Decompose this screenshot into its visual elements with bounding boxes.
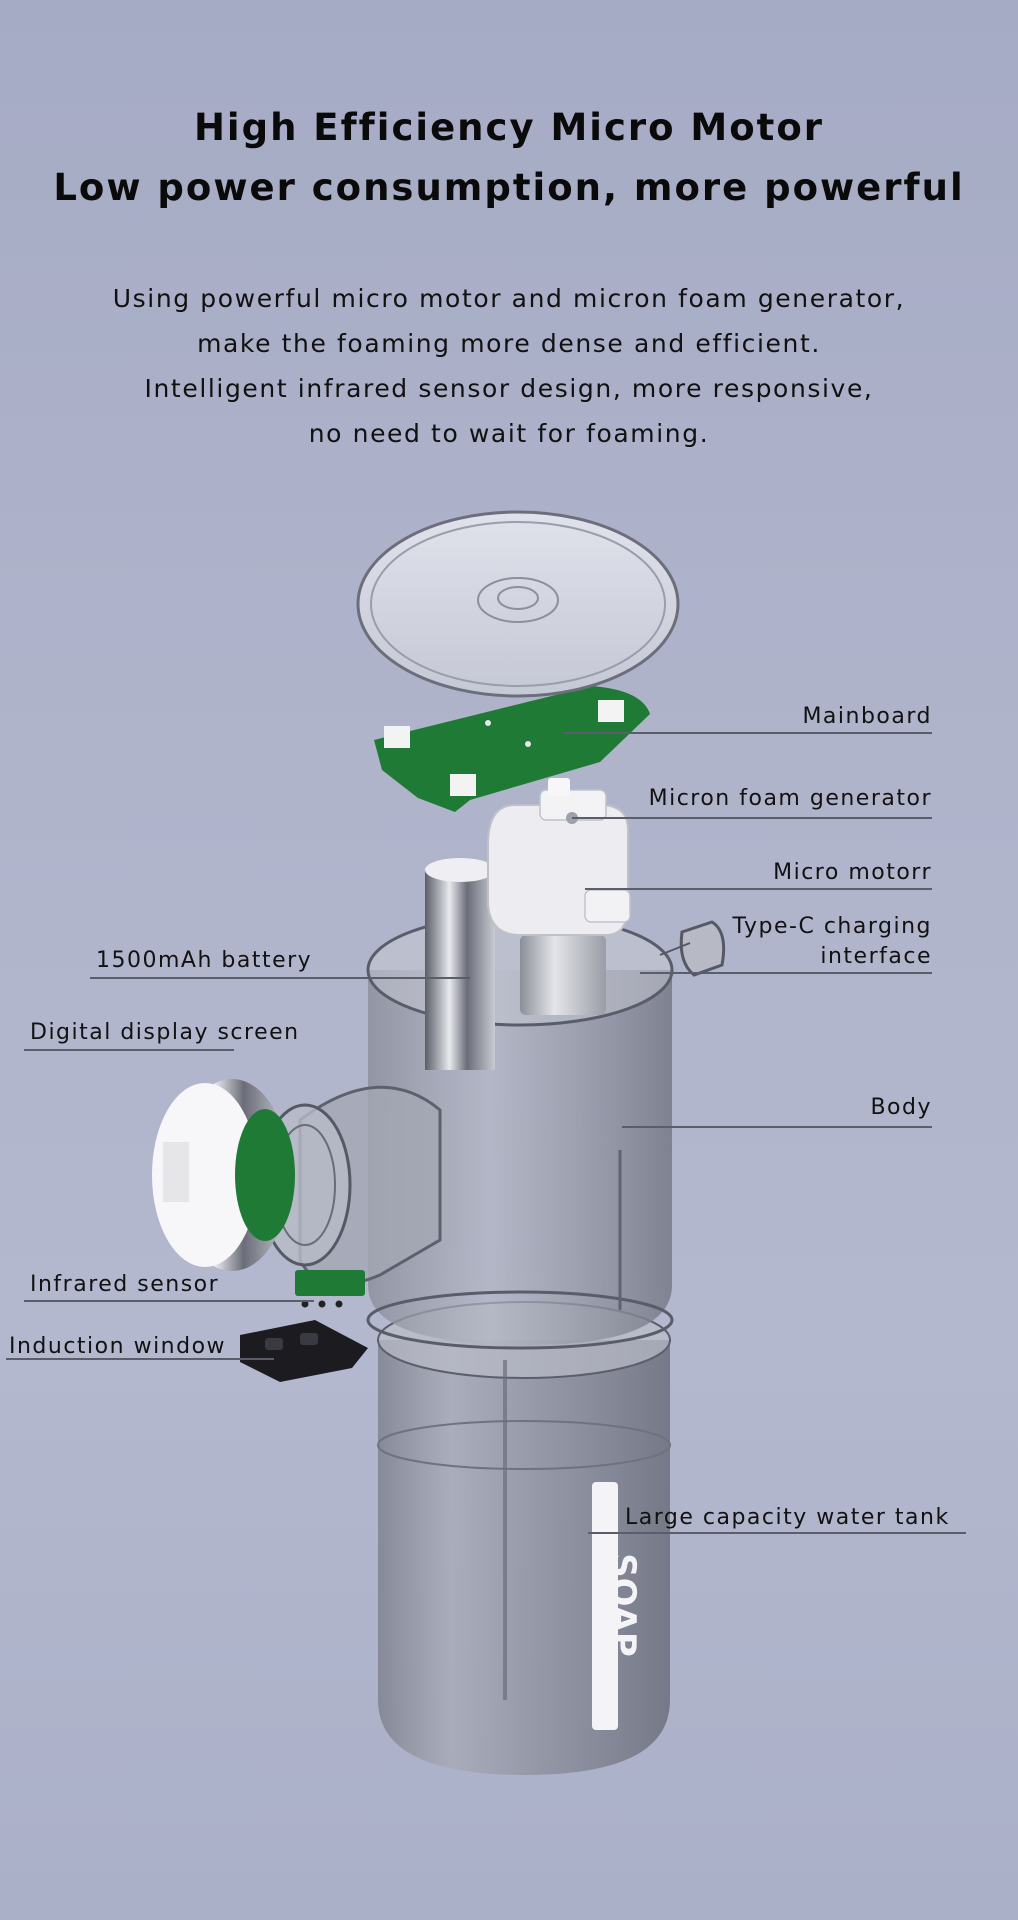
leader-line-type-c — [640, 972, 932, 974]
leader-line-body — [622, 1126, 932, 1128]
leader-line-micro-motor — [585, 888, 932, 890]
leader-line-battery — [90, 977, 470, 979]
leader-line-foam-generator — [572, 817, 932, 819]
headline-line-1: High Efficiency Micro Motor — [193, 106, 825, 149]
headline-line-2: Low power consumption, more powerful — [53, 166, 965, 209]
description-line-3: Intelligent infrared sensor design, more… — [144, 374, 874, 403]
leader-line-induction — [6, 1358, 274, 1360]
description-line-4: no need to wait for foaming. — [308, 419, 710, 448]
micron-foam-generator — [539, 778, 607, 824]
tank-soap-print: SOAP — [603, 1553, 643, 1657]
label-type-c-line-1: Type-C charging — [732, 914, 932, 939]
label-tank: Large capacity water tank — [625, 1505, 950, 1530]
mainboard-pcb — [374, 686, 650, 812]
battery — [425, 858, 495, 1070]
label-infrared: Infrared sensor — [30, 1272, 220, 1297]
infrared-sensor-board — [295, 1270, 365, 1308]
leader-line-tank — [588, 1532, 966, 1534]
description-line-1: Using powerful micro motor and micron fo… — [112, 284, 906, 313]
label-induction: Induction window — [9, 1334, 227, 1359]
label-display: Digital display screen — [30, 1020, 300, 1045]
leader-line-mainboard — [563, 732, 932, 734]
description-line-2: make the foaming more dense and efficien… — [197, 329, 821, 358]
label-battery: 1500mAh battery — [96, 948, 313, 973]
micro-motor — [487, 804, 631, 1015]
digital-display-disc — [152, 1079, 295, 1271]
label-micro-motor: Micro motorr — [773, 860, 932, 885]
leader-line-display — [24, 1049, 234, 1051]
top-lid — [356, 510, 680, 698]
water-tank: SOAP — [377, 1301, 671, 1775]
label-mainboard: Mainboard — [802, 704, 932, 729]
label-body: Body — [870, 1095, 932, 1120]
induction-window-part — [240, 1320, 368, 1382]
label-type-c-line-2: interface — [820, 944, 932, 969]
type-c-port — [659, 920, 726, 977]
leader-line-infrared — [24, 1300, 314, 1302]
label-foam-generator: Micron foam generator — [648, 786, 932, 811]
